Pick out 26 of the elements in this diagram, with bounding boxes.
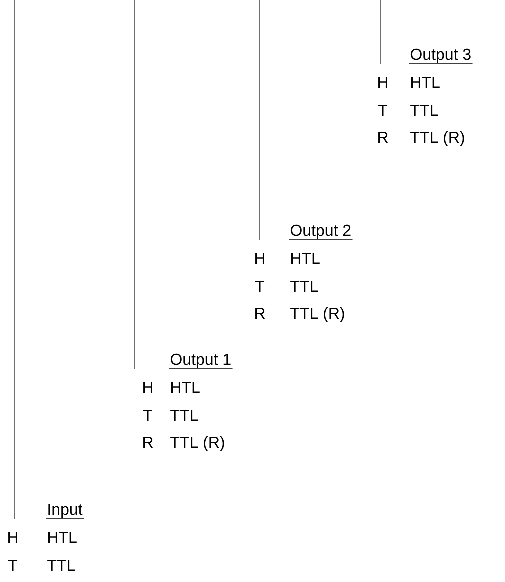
- signal-type: TTL (R): [410, 131, 464, 146]
- signal-letter: R: [144, 437, 154, 448]
- signal-letter: H: [144, 382, 152, 393]
- column-heading: Output 3: [408, 48, 474, 64]
- signal-type: TTL (R): [170, 436, 224, 452]
- signal-type: TTL: [48, 560, 76, 571]
- signal-type: HTL: [412, 77, 440, 88]
- signal-type: HTL: [172, 382, 200, 393]
- column-heading: Output 1: [168, 354, 234, 370]
- signal-letter: H: [378, 77, 388, 88]
- signal-type: HTL: [48, 532, 77, 543]
- signal-letter: R: [378, 132, 388, 143]
- signal-letter: R: [256, 308, 266, 319]
- signal-letter: T: [255, 281, 265, 292]
- signal-letter: T: [378, 105, 388, 116]
- column-heading: Input: [46, 504, 84, 520]
- signal-type: TTL: [410, 105, 438, 116]
- signal-letter: T: [143, 410, 153, 421]
- signal-letter: H: [256, 253, 264, 264]
- signal-type: TTL: [290, 281, 318, 292]
- column-heading: Output 2: [288, 224, 354, 240]
- signal-type: TTL: [170, 410, 198, 421]
- signal-type: HTL: [292, 253, 320, 264]
- signal-type: TTL (R): [290, 307, 344, 322]
- signal-letter: T: [8, 560, 18, 571]
- signal-letter: H: [8, 532, 18, 543]
